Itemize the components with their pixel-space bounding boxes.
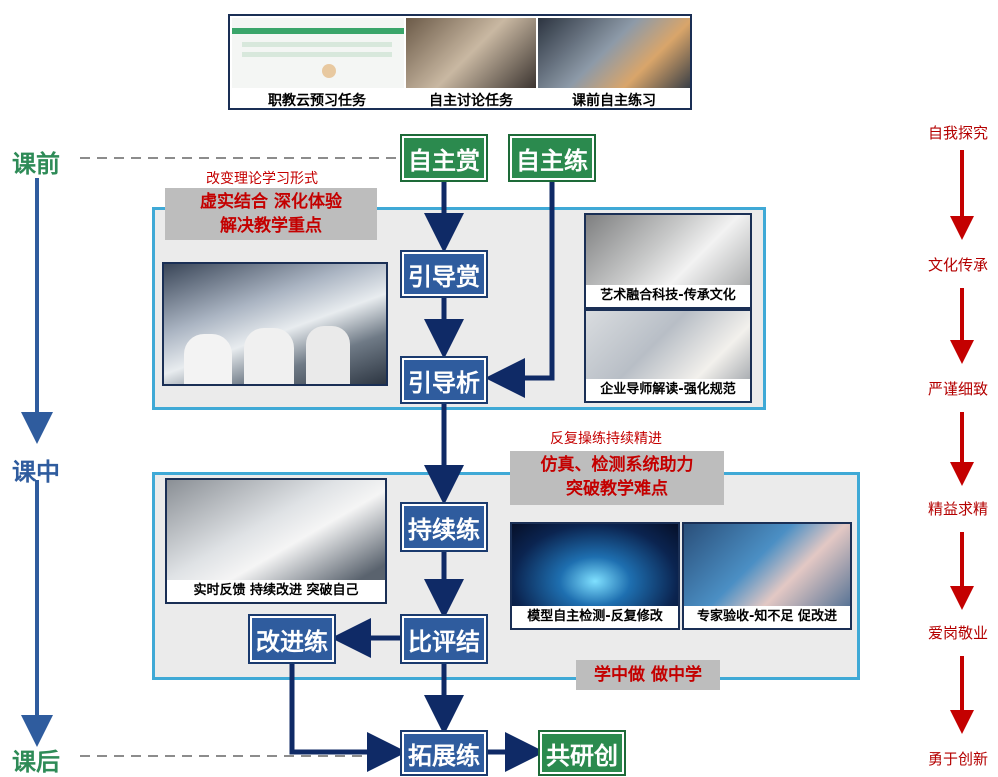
panel2-highlight-box: 仿真、检测系统助力 突破教学难点 bbox=[510, 451, 724, 505]
mentor-photo: 企业导师解读-强化规范 bbox=[584, 309, 752, 403]
photo-caption-model-check: 模型自主检测-反复修改 bbox=[512, 606, 678, 628]
value-1: 自我探究 bbox=[928, 124, 989, 142]
value-3: 严谨细致 bbox=[928, 380, 989, 398]
node-zizhushang: 自主赏 bbox=[402, 136, 486, 180]
photo-caption-mentor: 企业导师解读-强化规范 bbox=[586, 379, 750, 401]
value-4: 精益求精 bbox=[928, 500, 989, 518]
panel1-box-line1: 虚实结合 深化体验 bbox=[200, 192, 342, 212]
stage-during-class: 课中 bbox=[12, 458, 60, 486]
panel2-caption: 反复操练持续精进 bbox=[550, 431, 662, 447]
node-yindaoxi: 引导析 bbox=[402, 358, 486, 402]
value-5: 爱岗敬业 bbox=[928, 624, 989, 642]
node-zizhulian: 自主练 bbox=[510, 136, 594, 180]
feedback-photo: 实时反馈 持续改进 突破自己 bbox=[165, 478, 387, 604]
art-tech-photo: 艺术融合科技-传承文化 bbox=[584, 213, 752, 309]
top-caption-2: 自主讨论任务 bbox=[429, 93, 513, 109]
photo-caption-expert-review: 专家验收-知不足 促改进 bbox=[684, 606, 850, 628]
panel1-caption: 改变理论学习形式 bbox=[206, 171, 318, 187]
value-2: 文化传承 bbox=[928, 256, 989, 274]
node-bipingjie: 比评结 bbox=[402, 616, 486, 662]
node-tuozhanlian: 拓展练 bbox=[402, 732, 486, 774]
panel1-highlight-box: 虚实结合 深化体验 解决教学重点 bbox=[165, 188, 377, 240]
top-caption-3: 课前自主练习 bbox=[572, 93, 656, 109]
value-6: 勇于创新 bbox=[928, 750, 989, 768]
photo-caption-feedback: 实时反馈 持续改进 突破自己 bbox=[167, 580, 385, 602]
node-gongyanchuang: 共研创 bbox=[540, 732, 624, 774]
stage-after-class: 课后 bbox=[12, 748, 60, 776]
practice-photo bbox=[538, 18, 690, 88]
discussion-photo bbox=[406, 18, 536, 88]
expert-review-photo: 专家验收-知不足 促改进 bbox=[682, 522, 852, 630]
model-check-photo: 模型自主检测-反复修改 bbox=[510, 522, 680, 630]
panel2-box-line2: 突破教学难点 bbox=[566, 479, 668, 499]
panel2-box-line1: 仿真、检测系统助力 bbox=[540, 455, 694, 475]
photo-caption-art-tech: 艺术融合科技-传承文化 bbox=[586, 285, 750, 307]
classroom-vr-photo bbox=[162, 262, 388, 386]
top-caption-1: 职教云预习任务 bbox=[268, 93, 366, 109]
node-yindaoshang: 引导赏 bbox=[402, 252, 486, 296]
panel1-box-line2: 解决教学重点 bbox=[220, 216, 322, 236]
node-chixulian: 持续练 bbox=[402, 504, 486, 550]
preview-task-screenshot bbox=[232, 18, 404, 88]
top-photo-strip: 职教云预习任务 自主讨论任务 课前自主练习 bbox=[228, 14, 692, 110]
stage-before-class: 课前 bbox=[12, 150, 60, 178]
learn-by-doing-tag: 学中做 做中学 bbox=[576, 660, 720, 690]
node-gaijinlian: 改进练 bbox=[250, 616, 334, 662]
